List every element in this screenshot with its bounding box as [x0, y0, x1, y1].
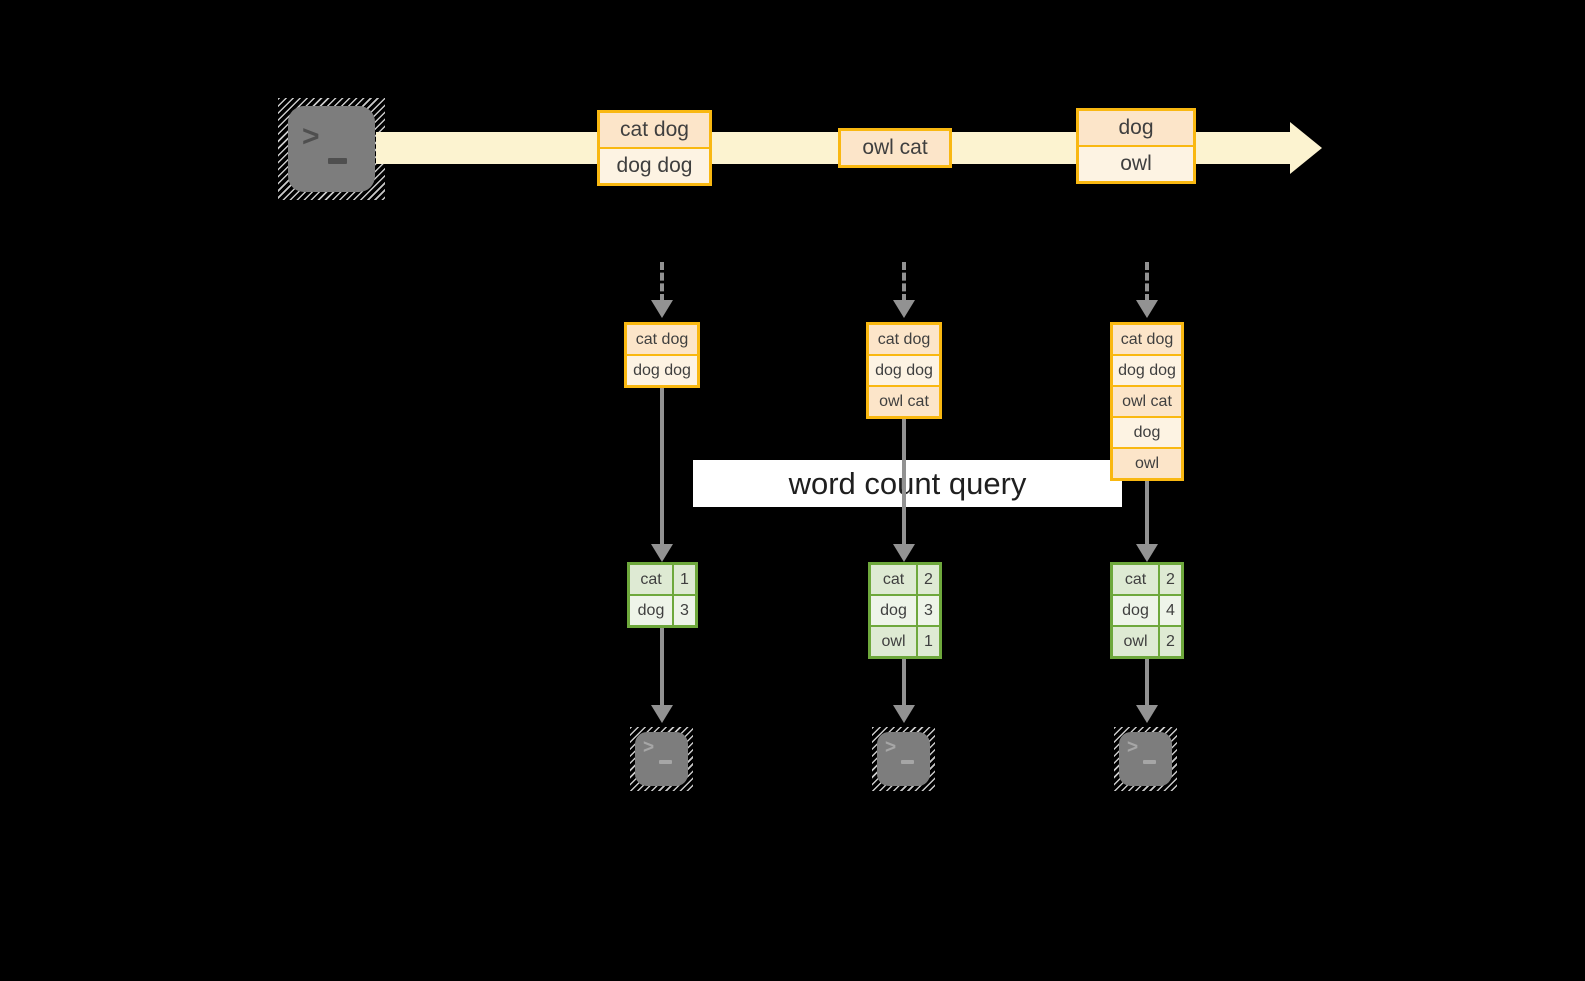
- stream-event-box: owl cat: [838, 128, 952, 168]
- sink-terminal-icon: >: [1114, 727, 1177, 791]
- table-row: dog 3: [630, 596, 695, 625]
- state-line: dog dog: [869, 356, 939, 385]
- terminal-screen: >: [288, 106, 375, 192]
- terminal-screen: >: [635, 732, 688, 786]
- state-line: dog: [1113, 418, 1181, 447]
- stream-event-line: dog dog: [600, 149, 709, 183]
- table-row: owl 2: [1113, 627, 1181, 656]
- stream-event-line: dog: [1079, 111, 1193, 145]
- state-line: owl cat: [869, 387, 939, 416]
- count-cell: 2: [918, 565, 939, 594]
- terminal-prompt-underscore: [901, 760, 914, 764]
- word-count-table: cat 1 dog 3: [627, 562, 698, 628]
- query-arrow: [902, 419, 906, 544]
- sink-arrow: [1145, 659, 1149, 705]
- terminal-prompt-chevron: >: [302, 120, 320, 153]
- state-line: owl cat: [1113, 387, 1181, 416]
- terminal-prompt-underscore: [1143, 760, 1156, 764]
- accumulated-state-box: cat dog dog dog owl cat: [866, 322, 942, 419]
- query-arrow: [1145, 481, 1149, 544]
- query-banner: word count query: [693, 460, 1122, 507]
- word-cell: cat: [871, 565, 916, 594]
- word-count-table: cat 2 dog 3 owl 1: [868, 562, 942, 659]
- count-cell: 3: [674, 596, 695, 625]
- state-line: cat dog: [869, 325, 939, 354]
- sink-arrow: [660, 628, 664, 705]
- word-cell: owl: [1113, 627, 1158, 656]
- arrowhead-down-icon: [893, 705, 915, 723]
- table-row: cat 2: [1113, 565, 1181, 594]
- count-cell: 1: [674, 565, 695, 594]
- terminal-prompt-underscore: [659, 760, 672, 764]
- stream-event-line: owl: [1079, 147, 1193, 181]
- stream-event-box: cat dog dog dog: [597, 110, 712, 186]
- word-cell: dog: [630, 596, 672, 625]
- arrowhead-down-icon: [1136, 705, 1158, 723]
- word-cell: cat: [630, 565, 672, 594]
- ingest-dashed-arrow: [1145, 262, 1149, 302]
- state-line: cat dog: [627, 325, 697, 354]
- word-cell: owl: [871, 627, 916, 656]
- terminal-prompt-underscore: [328, 158, 347, 164]
- arrowhead-down-icon: [651, 544, 673, 562]
- count-cell: 3: [918, 596, 939, 625]
- stream-event-line: cat dog: [600, 113, 709, 147]
- sink-terminal-icon: >: [630, 727, 693, 791]
- source-terminal-icon: >: [278, 98, 385, 200]
- arrowhead-down-icon: [651, 300, 673, 318]
- state-line: dog dog: [1113, 356, 1181, 385]
- query-arrow: [660, 388, 664, 544]
- table-row: cat 1: [630, 565, 695, 594]
- sink-arrow: [902, 659, 906, 705]
- accumulated-state-box: cat dog dog dog owl cat dog owl: [1110, 322, 1184, 481]
- arrowhead-down-icon: [893, 300, 915, 318]
- word-cell: dog: [1113, 596, 1158, 625]
- table-row: owl 1: [871, 627, 939, 656]
- terminal-prompt-chevron: >: [643, 737, 655, 758]
- state-line: owl: [1113, 449, 1181, 478]
- table-row: cat 2: [871, 565, 939, 594]
- ingest-dashed-arrow: [902, 262, 906, 302]
- terminal-screen: >: [1119, 732, 1172, 786]
- terminal-prompt-chevron: >: [1127, 737, 1139, 758]
- terminal-screen: >: [877, 732, 930, 786]
- stream-event-box: dog owl: [1076, 108, 1196, 184]
- state-line: cat dog: [1113, 325, 1181, 354]
- count-cell: 4: [1160, 596, 1181, 625]
- terminal-prompt-chevron: >: [885, 737, 897, 758]
- sink-terminal-icon: >: [872, 727, 935, 791]
- state-line: dog dog: [627, 356, 697, 385]
- word-cell: cat: [1113, 565, 1158, 594]
- count-cell: 2: [1160, 565, 1181, 594]
- stream-arrowhead-icon: [1290, 122, 1322, 174]
- query-banner-label: word count query: [788, 465, 1027, 501]
- table-row: dog 3: [871, 596, 939, 625]
- accumulated-state-box: cat dog dog dog: [624, 322, 700, 388]
- count-cell: 2: [1160, 627, 1181, 656]
- arrowhead-down-icon: [893, 544, 915, 562]
- word-count-table: cat 2 dog 4 owl 2: [1110, 562, 1184, 659]
- arrowhead-down-icon: [651, 705, 673, 723]
- ingest-dashed-arrow: [660, 262, 664, 302]
- stream-event-line: owl cat: [841, 131, 949, 165]
- arrowhead-down-icon: [1136, 300, 1158, 318]
- arrowhead-down-icon: [1136, 544, 1158, 562]
- table-row: dog 4: [1113, 596, 1181, 625]
- word-cell: dog: [871, 596, 916, 625]
- count-cell: 1: [918, 627, 939, 656]
